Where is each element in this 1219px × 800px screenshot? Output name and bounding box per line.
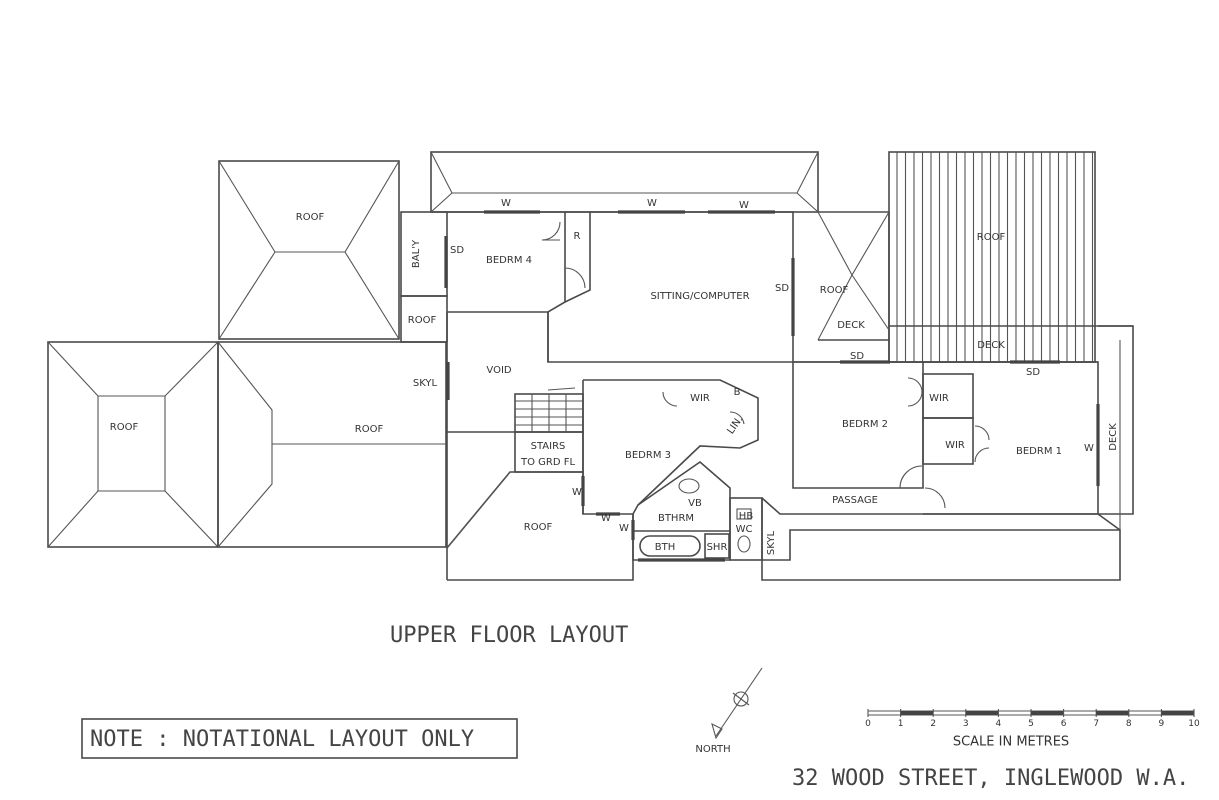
note-box xyxy=(81,718,518,759)
scale-tick-label: 3 xyxy=(963,719,969,729)
label-bedrm4: BEDRM 4 xyxy=(486,255,532,266)
mark-w: W xyxy=(572,487,582,498)
scale-segment xyxy=(1031,711,1064,715)
label-skyl-void: SKYL xyxy=(413,378,438,389)
label-skyl-s: SKYL xyxy=(766,530,777,555)
mark-sd: SD xyxy=(1026,367,1040,378)
label-wc: WC xyxy=(736,524,753,535)
roof-w xyxy=(47,341,219,548)
label-deck-small: DECK xyxy=(837,320,865,331)
label-wir2: WIR xyxy=(929,393,949,404)
label-wir3: WIR xyxy=(690,393,710,404)
scale-tick-label: 6 xyxy=(1061,719,1067,729)
label-roof-ne-small: ROOF xyxy=(820,285,849,296)
scale-bar: 0 1 2 3 4 5 6 7 8 9 10 xyxy=(865,709,1200,729)
label-roof-s: ROOF xyxy=(524,522,553,533)
mark-w: W xyxy=(619,523,629,534)
mark-sd: SD xyxy=(450,245,464,256)
address: 32 WOOD STREET, INGLEWOOD W.A. xyxy=(792,766,1189,791)
room-labels: ROOF ROOF ROOF ROOF ROOF ROOF ROOF BAL'Y… xyxy=(110,212,1119,555)
scale-segment xyxy=(1096,711,1129,715)
roof-ne xyxy=(888,151,1096,363)
plan-title: UPPER FLOOR LAYOUT xyxy=(390,623,628,648)
scale-tick-label: 2 xyxy=(930,719,936,729)
mark-w: W xyxy=(1084,443,1094,454)
label-roof-w: ROOF xyxy=(110,422,139,433)
note-text: NOTE : NOTATIONAL LAYOUT ONLY xyxy=(90,727,474,752)
label-roof-small: ROOF xyxy=(408,315,437,326)
mark-w: W xyxy=(501,198,511,209)
scale-tick-label: 10 xyxy=(1188,719,1200,729)
label-passage: PASSAGE xyxy=(832,495,878,506)
mark-sd: SD xyxy=(850,351,864,362)
label-vb: VB xyxy=(688,498,702,509)
label-bth: BTH xyxy=(655,542,676,553)
label-stairs-2: TO GRD FL xyxy=(520,457,575,468)
mark-sd: SD xyxy=(775,283,789,294)
roof-mid xyxy=(217,341,447,548)
scale-tick-label: 1 xyxy=(898,719,904,729)
label-void: VOID xyxy=(486,365,511,376)
mark-w: W xyxy=(601,513,611,524)
label-lin: LIN. xyxy=(725,414,745,436)
window-marks: W W W W W W W SD SD SD SD xyxy=(450,198,1094,534)
label-deck-e: DECK xyxy=(1108,423,1119,451)
label-bedrm1: BEDRM 1 xyxy=(1016,446,1062,457)
walls xyxy=(400,211,1134,581)
mark-w: W xyxy=(647,198,657,209)
label-hb: HB xyxy=(739,511,754,522)
scale-label: SCALE IN METRES xyxy=(953,735,1069,750)
label-b: B xyxy=(734,387,741,398)
label-roof-mid: ROOF xyxy=(355,424,384,435)
roof-top-band xyxy=(430,151,819,213)
scale-tick-label: 7 xyxy=(1093,719,1099,729)
stair-treads xyxy=(515,387,583,432)
door-swings xyxy=(541,221,990,509)
label-wir1: WIR xyxy=(945,440,965,451)
windows xyxy=(444,210,1100,562)
scale-tick-label: 0 xyxy=(865,719,871,729)
fixtures xyxy=(678,478,752,553)
label-roof-nw: ROOF xyxy=(296,212,325,223)
label-shr: SHR xyxy=(707,542,728,553)
scale-segment xyxy=(900,711,934,715)
label-bthrm: BTHRM xyxy=(658,513,694,524)
scale-segment xyxy=(965,711,999,715)
label-roof-ne: ROOF xyxy=(977,232,1006,243)
north-arrow-icon xyxy=(711,667,763,740)
scale-tick-label: 5 xyxy=(1028,719,1034,729)
label-sitting: SITTING/COMPUTER xyxy=(650,291,749,302)
scale-tick-label: 4 xyxy=(996,719,1002,729)
scale-segment xyxy=(1161,711,1194,715)
label-bedrm3: BEDRM 3 xyxy=(625,450,671,461)
roof-nw xyxy=(218,160,400,340)
label-balcony: BAL'Y xyxy=(411,239,422,268)
scale-tick-label: 9 xyxy=(1159,719,1165,729)
label-stairs-1: STAIRS xyxy=(531,441,566,452)
label-bedrm2: BEDRM 2 xyxy=(842,419,888,430)
scale-tick-label: 8 xyxy=(1126,719,1132,729)
mark-w: W xyxy=(739,200,749,211)
label-r: R xyxy=(574,231,581,242)
north-label: NORTH xyxy=(695,744,730,755)
label-deck-mid: DECK xyxy=(977,340,1005,351)
